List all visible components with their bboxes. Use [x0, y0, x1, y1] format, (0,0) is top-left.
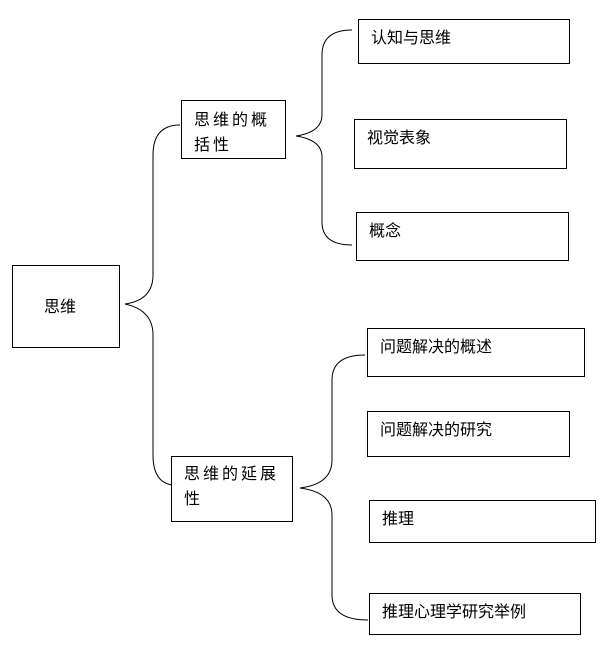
- root-node-label: 思维: [44, 297, 77, 316]
- leaf-label: 推理: [382, 509, 415, 528]
- leaf-label: 问题解决的研究: [380, 420, 493, 439]
- branch-node-extension: 思维的延展 性: [171, 456, 293, 522]
- branch-label-line: 思维的概: [194, 110, 271, 129]
- leaf-node: 推理心理学研究举例: [369, 593, 581, 635]
- leaf-label: 推理心理学研究举例: [382, 602, 527, 621]
- branch-label-line: 括性: [194, 135, 233, 154]
- root-node: 思维: [12, 265, 120, 348]
- leaf-node: 问题解决的概述: [367, 328, 585, 377]
- branch-label-line: 思维的延展: [184, 464, 280, 483]
- leaf-node: 认知与思维: [358, 19, 570, 64]
- leaf-label: 问题解决的概述: [380, 337, 493, 356]
- leaf-node: 概念: [356, 212, 569, 261]
- leaf-node: 问题解决的研究: [367, 411, 570, 457]
- leaf-label: 视觉表象: [367, 128, 432, 147]
- leaf-node: 视觉表象: [354, 119, 567, 169]
- lower-brace: [299, 354, 369, 621]
- branch-node-generalization: 思维的概 括性: [181, 100, 286, 159]
- root-brace: [124, 124, 181, 486]
- leaf-label: 概念: [369, 221, 402, 240]
- leaf-label: 认知与思维: [371, 28, 452, 47]
- branch-label-line: 性: [184, 489, 204, 508]
- leaf-node: 推理: [369, 500, 596, 543]
- upper-brace: [295, 29, 353, 246]
